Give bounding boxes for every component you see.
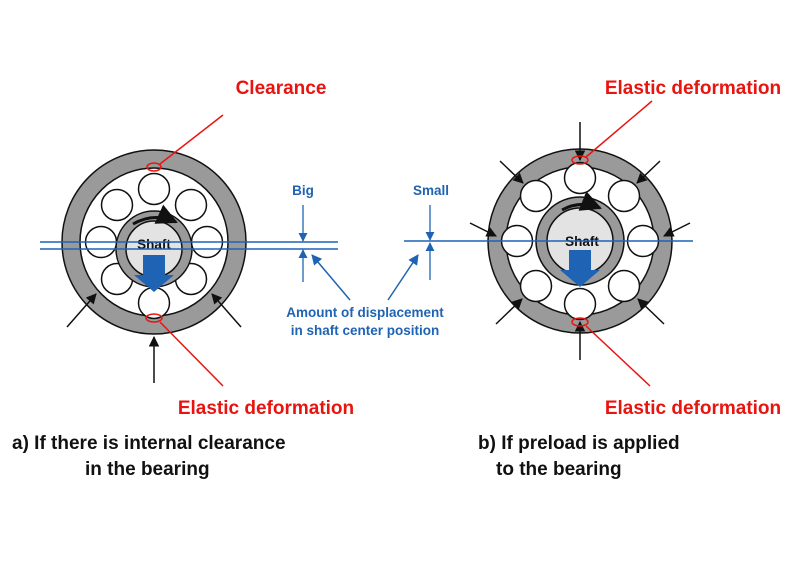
right-preload-arrow-right <box>663 222 691 237</box>
right-bottom-deformation-pointer <box>585 325 651 387</box>
left-ball <box>100 188 134 222</box>
left-deformation-marker <box>145 313 163 323</box>
displacement-pointer-right <box>387 254 419 301</box>
right-top-deformation-pointer <box>585 100 653 158</box>
right-ball <box>563 287 597 321</box>
left-load-arrow-bottom-left <box>66 293 97 328</box>
displacement-indicators <box>298 205 435 301</box>
caption-a-line2: in the bearing <box>85 459 210 480</box>
right-preload-arrow-upper-left <box>499 160 524 184</box>
right-bottom-elastic-deformation-label: Elastic deformation <box>605 398 781 419</box>
right-load-arrow-head <box>560 270 600 287</box>
left-clearance-marker <box>146 162 162 172</box>
clearance-label: Clearance <box>236 78 327 99</box>
caption-b-line2: to the bearing <box>496 459 622 480</box>
small-label: Small <box>413 183 449 198</box>
right-ball <box>607 269 641 303</box>
right-preload-arrow-left <box>469 222 497 237</box>
right-rotation-arrow <box>561 191 602 212</box>
right-preload-arrow-upper-right <box>636 160 661 184</box>
displacement-pointer-left <box>311 254 351 301</box>
right-top-elastic-deformation-label: Elastic deformation <box>605 78 781 99</box>
right-preload-arrow-lower-right <box>637 298 665 325</box>
big-label: Big <box>292 183 314 198</box>
left-clearance-pointer <box>159 114 224 165</box>
caption-b-line1: b) If preload is applied <box>478 433 680 454</box>
right-preload-arrow-lower-left <box>495 298 523 325</box>
left-load-arrow-head <box>134 275 174 292</box>
left-ball <box>174 188 208 222</box>
left-elastic-deformation-label: Elastic deformation <box>178 398 354 419</box>
right-ball <box>563 161 597 195</box>
right-bearing: Shaft <box>404 100 693 387</box>
left-rotation-arrow <box>132 204 178 226</box>
right-ball <box>519 179 553 213</box>
right-bottom-deformation-marker <box>571 317 589 327</box>
left-bearing: Shaft <box>40 114 338 387</box>
displacement-label-line2: in shaft center position <box>291 323 440 338</box>
right-load-arrow-shaft <box>569 250 591 270</box>
right-ball <box>519 269 553 303</box>
left-load-arrow-bottom-right <box>211 293 242 328</box>
right-top-deformation-marker <box>571 155 589 165</box>
left-load-arrow-shaft <box>143 255 165 275</box>
left-deformation-pointer <box>159 321 224 387</box>
displacement-label-line1: Amount of displacement <box>286 305 444 320</box>
caption-a-line1: a) If there is internal clearance <box>12 433 286 454</box>
right-ball <box>607 179 641 213</box>
left-ball <box>137 172 171 206</box>
